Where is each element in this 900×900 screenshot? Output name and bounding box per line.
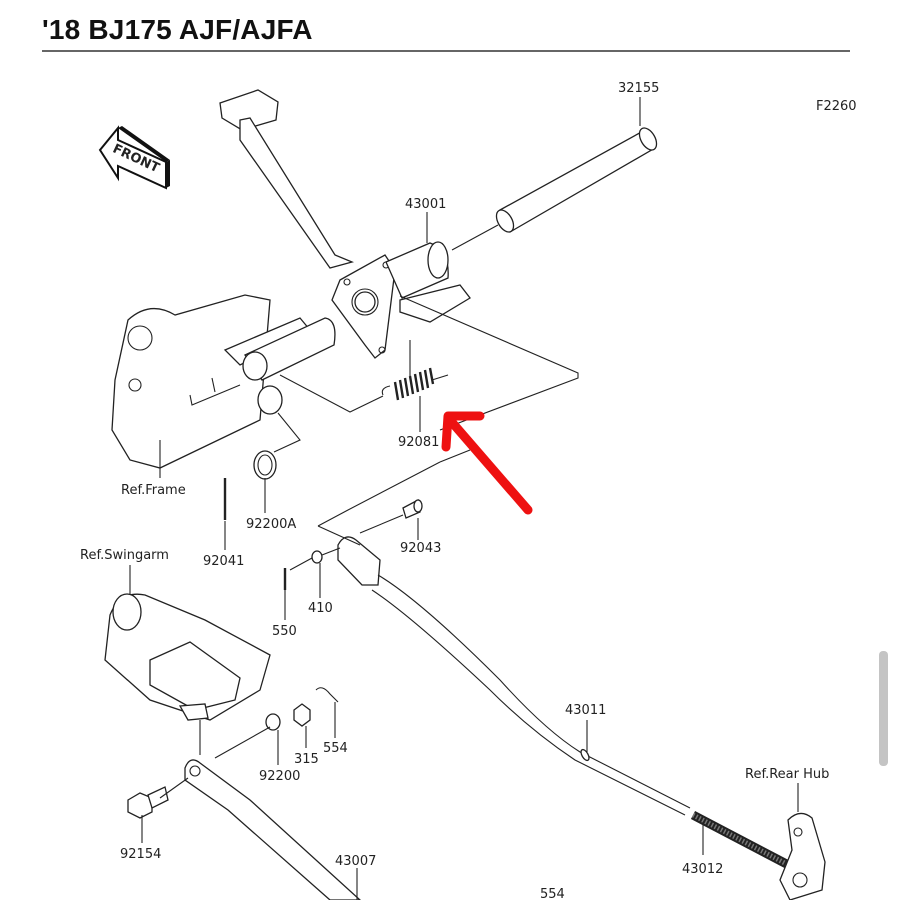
part-label[interactable]: 43012 bbox=[682, 862, 723, 877]
brake-rod-43011-part[interactable] bbox=[337, 536, 691, 816]
figure-id: F2260 bbox=[816, 99, 857, 114]
ref-rear-hub-label: Ref.Rear Hub bbox=[745, 767, 829, 782]
part-label[interactable]: 92043 bbox=[400, 541, 441, 556]
part-label[interactable]: 92041 bbox=[203, 554, 244, 569]
washer-92200-part[interactable] bbox=[265, 713, 281, 731]
brake-arm-43007-part[interactable] bbox=[184, 759, 361, 900]
return-spring-part[interactable] bbox=[381, 367, 449, 401]
brake-rod-spring-43012-part[interactable] bbox=[690, 811, 801, 874]
ref-swingarm-label: Ref.Swingarm bbox=[80, 548, 169, 563]
title-divider bbox=[42, 50, 850, 52]
washer-410-part[interactable] bbox=[311, 550, 323, 564]
swingarm-reference-part bbox=[104, 593, 271, 721]
part-label[interactable]: 410 bbox=[308, 601, 333, 616]
part-label[interactable]: 43007 bbox=[335, 854, 376, 869]
part-label[interactable]: 32155 bbox=[618, 81, 659, 96]
front-arrow-icon: FRONT bbox=[98, 125, 170, 190]
bolt-92154-part[interactable] bbox=[127, 786, 169, 819]
part-label[interactable]: 92200 bbox=[259, 769, 300, 784]
part-label[interactable]: 92154 bbox=[120, 847, 161, 862]
part-label[interactable]: 554 bbox=[323, 741, 348, 756]
brake-pedal-part[interactable] bbox=[219, 89, 471, 359]
vertical-scrollbar[interactable] bbox=[879, 651, 888, 766]
ref-frame-label: Ref.Frame bbox=[121, 483, 186, 498]
part-label[interactable]: 92081 bbox=[398, 435, 439, 450]
part-label[interactable]: 43001 bbox=[405, 197, 446, 212]
pivot-shaft-part[interactable] bbox=[493, 125, 660, 235]
part-label[interactable]: 315 bbox=[294, 752, 319, 767]
page-title: '18 BJ175 AJF/AJFA bbox=[42, 14, 313, 45]
leader-lines bbox=[129, 97, 799, 900]
cotter-pin-554-part[interactable] bbox=[315, 687, 339, 703]
frame-reference-part bbox=[111, 294, 336, 469]
annotation-arrow-icon bbox=[441, 411, 533, 515]
clevis-pin-92043-part[interactable] bbox=[402, 499, 423, 519]
part-label[interactable]: 92200A bbox=[246, 517, 296, 532]
part-label[interactable]: 550 bbox=[272, 624, 297, 639]
part-labels: 32155 43001 92081 92200A 92041 92043 410… bbox=[80, 81, 829, 900]
nut-315-part[interactable] bbox=[293, 703, 311, 727]
part-label[interactable]: 554 bbox=[540, 887, 565, 900]
rear-hub-reference-part bbox=[779, 812, 826, 900]
part-label[interactable]: 43011 bbox=[565, 703, 606, 718]
